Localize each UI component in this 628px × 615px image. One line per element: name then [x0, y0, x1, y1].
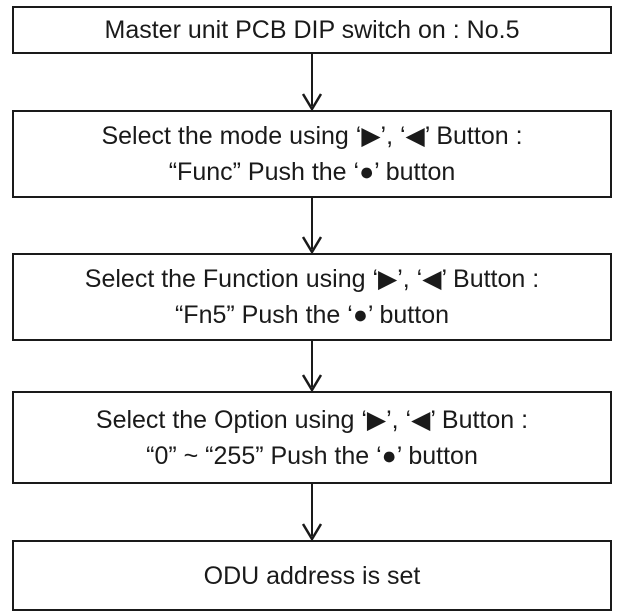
- down-arrow-icon: [300, 484, 324, 540]
- down-arrow-icon: [300, 54, 324, 110]
- step-text: “Func” Push the ‘●’ button: [168, 158, 456, 186]
- step-box-select-mode: Select the mode using ‘▶’, ‘◀’ Button : …: [12, 110, 612, 198]
- step-text: Select the Function using ‘▶’, ‘◀’ Butto…: [84, 265, 540, 293]
- step-text: “0” ~ “255” Push the ‘●’ button: [146, 441, 478, 470]
- step-text: “Fn5” Push the ‘●’ button: [174, 301, 450, 329]
- step-box-select-function: Select the Function using ‘▶’, ‘◀’ Butto…: [12, 253, 612, 341]
- step-text: Master unit PCB DIP switch on : No.5: [104, 16, 520, 44]
- step-box-dip-switch: Master unit PCB DIP switch on : No.5: [12, 6, 612, 54]
- step-box-address-set: ODU address is set: [12, 540, 612, 611]
- step-text: Select the mode using ‘▶’, ‘◀’ Button :: [101, 122, 523, 150]
- down-arrow-icon: [300, 198, 324, 253]
- step-box-select-option: Select the Option using ‘▶’, ‘◀’ Button …: [12, 391, 612, 484]
- step-text: ODU address is set: [203, 561, 421, 590]
- down-arrow-icon: [300, 341, 324, 391]
- step-text: Select the Option using ‘▶’, ‘◀’ Button …: [95, 405, 529, 434]
